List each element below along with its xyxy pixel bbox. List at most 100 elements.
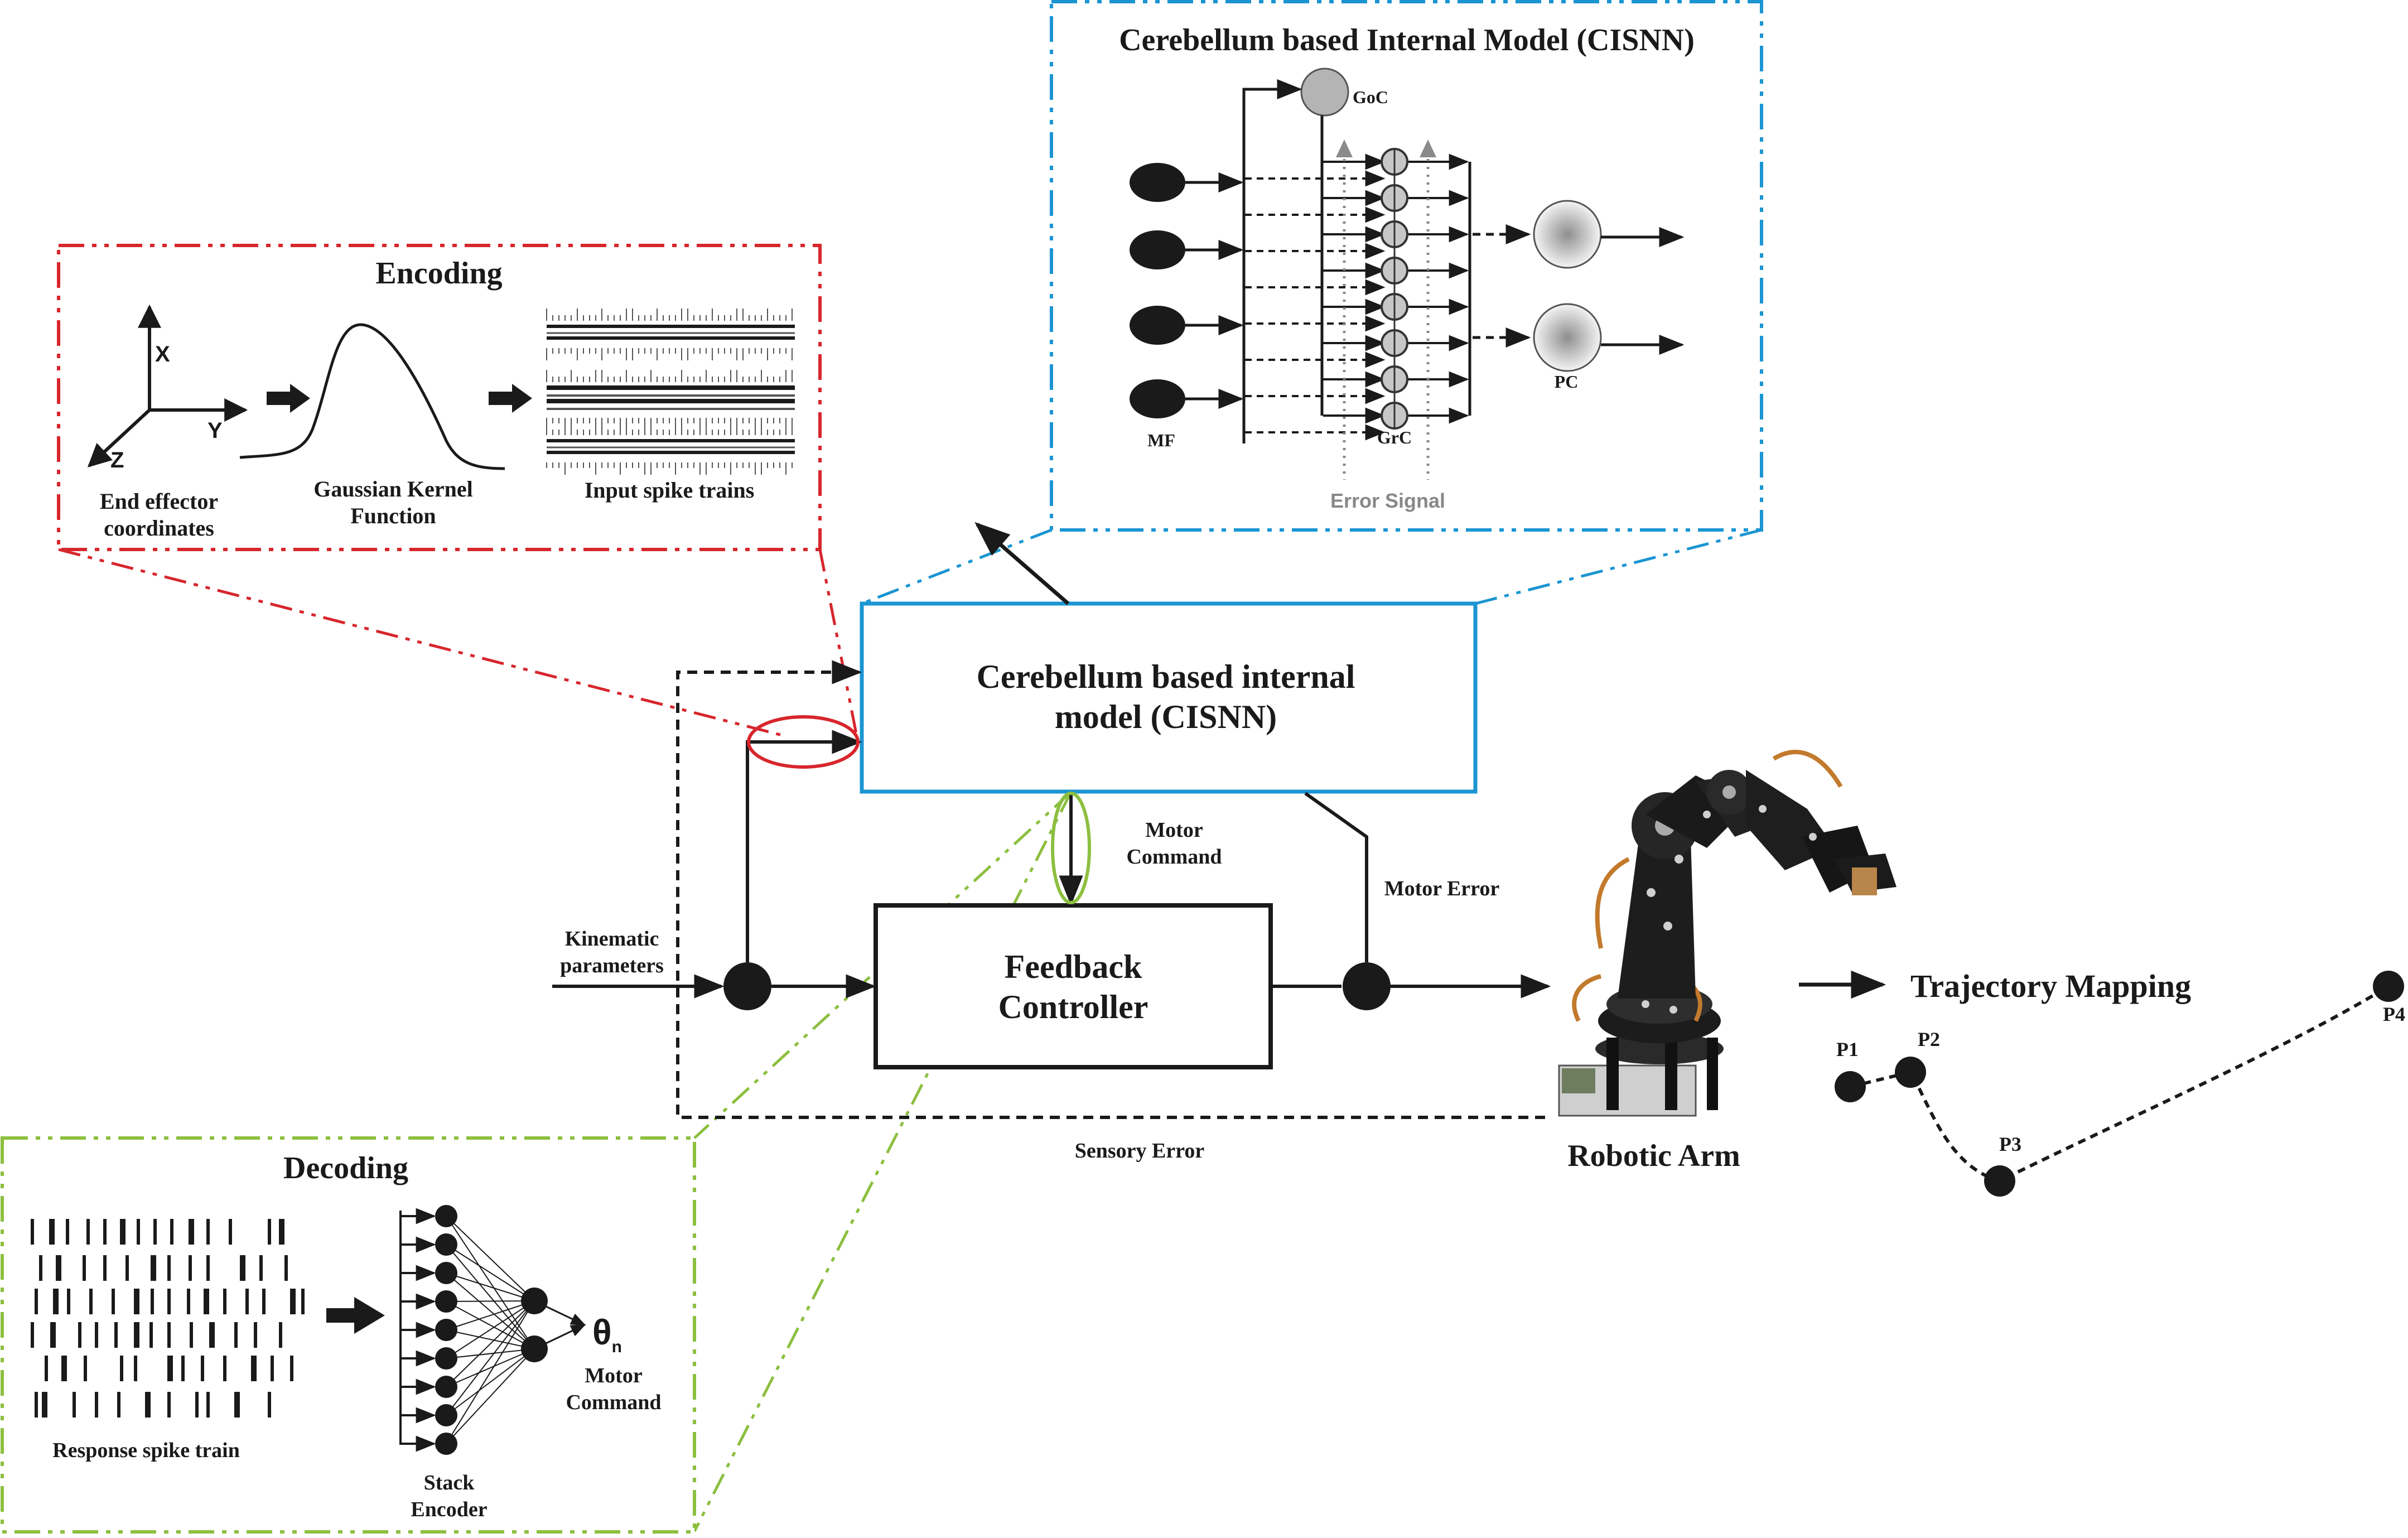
spike-bar (201, 1356, 204, 1381)
spike-bar (31, 1219, 34, 1245)
spike-bar (73, 1392, 76, 1418)
spike-bar (120, 1356, 123, 1381)
spike-bar (31, 1322, 34, 1348)
cisnn-to-detail-arrow (974, 522, 1070, 605)
spike-bar (39, 1255, 42, 1281)
mf-label: MF (1147, 430, 1175, 450)
grc-label: GrC (1377, 427, 1412, 447)
stack-encoder-network (399, 1205, 586, 1455)
pc-neuron-2 (1533, 303, 1602, 372)
cisnn-box (860, 601, 1478, 794)
spike-bar (153, 1219, 157, 1245)
end-effector-label-2: coordinates (104, 515, 214, 541)
spike-bar (290, 1289, 296, 1314)
spike-bar (229, 1219, 232, 1245)
spike-bar (268, 1392, 271, 1418)
spike-bar (89, 1289, 93, 1314)
cisnn-box-label-1: Cerebellum based internal (977, 658, 1355, 695)
decoding-motor-label-1: Motor (585, 1364, 643, 1387)
feedback-controller-box (874, 903, 1273, 1069)
pc-neuron-1 (1533, 200, 1602, 269)
sensory-error-label: Sensory Error (1075, 1139, 1205, 1163)
spike-bar (49, 1219, 55, 1245)
spike-bar (167, 1356, 173, 1381)
motor-error-label: Motor Error (1384, 877, 1500, 900)
encoder-weight (446, 1348, 535, 1416)
spike-bar (240, 1255, 245, 1281)
response-spike-raster (31, 1219, 305, 1418)
error-signal-label: Error Signal (1330, 489, 1445, 512)
end-effector-label-1: End effector (100, 489, 218, 514)
spike-bar (95, 1392, 98, 1418)
encoding-arrow-2 (489, 384, 532, 413)
spike-bar (189, 1255, 192, 1281)
spike-bar (262, 1289, 266, 1314)
input-spike-label: Input spike trains (585, 478, 755, 503)
encoder-weight (446, 1348, 535, 1359)
spike-bar (223, 1289, 226, 1314)
gaussian-label-1: Gaussian Kernel (313, 476, 473, 502)
spike-bar (279, 1322, 282, 1348)
encoder-weight (446, 1216, 535, 1301)
spike-bar (66, 1219, 69, 1245)
spike-bar (67, 1289, 70, 1314)
encoding-title: Encoding (375, 256, 502, 291)
spike-bar (114, 1322, 118, 1348)
spike-bar (117, 1392, 120, 1418)
spike-bar (189, 1219, 194, 1245)
theta-symbol: θn (592, 1312, 622, 1356)
spike-bar (204, 1289, 209, 1314)
grc-neurons (1245, 148, 1469, 441)
trajectory-label-p3: P3 (1999, 1133, 2021, 1155)
xyz-axes-icon (87, 304, 248, 467)
encoder-weight (446, 1300, 535, 1359)
spike-bar (56, 1255, 61, 1281)
encoder-input-node (435, 1376, 457, 1398)
summing-junction-2 (1343, 962, 1391, 1010)
robotic-arm-label: Robotic Arm (1567, 1139, 1740, 1173)
motor-command-label-2: Command (1126, 845, 1222, 869)
encoder-weight (446, 1272, 535, 1349)
spike-bar (279, 1219, 284, 1245)
spike-bar (103, 1219, 107, 1245)
spike-bar (35, 1392, 38, 1418)
spike-bar (181, 1356, 185, 1381)
spike-bar (251, 1356, 257, 1381)
spike-bar (50, 1322, 56, 1348)
encoder-weight (446, 1244, 535, 1301)
spike-bar (145, 1392, 151, 1418)
spike-bar (206, 1255, 210, 1281)
encoder-input-node (435, 1233, 457, 1256)
spike-bar (206, 1219, 210, 1245)
trajectory-mapping: Trajectory Mapping P1 P2 P3 P4 (1799, 968, 2405, 1197)
stack-encoder-label-2: Encoder (411, 1498, 487, 1521)
kinematic-label-1: Kinematic (565, 927, 659, 951)
error-signal-lines (1343, 159, 1430, 480)
error-signal-triangle-1 (1336, 139, 1353, 157)
cisnn-detail-title: Cerebellum based Internal Model (CISNN) (1119, 23, 1695, 57)
spike-bar (61, 1356, 67, 1381)
response-spike-label: Response spike train (52, 1439, 240, 1462)
encoder-weight (446, 1244, 535, 1349)
encoder-input-node (435, 1433, 457, 1455)
mf-neuron (1130, 379, 1185, 418)
encoder-input-node (435, 1319, 457, 1341)
encoding-zoom-lines (58, 548, 858, 738)
trajectory-point-p4 (2373, 971, 2404, 1002)
spike-bar (223, 1356, 226, 1381)
spike-bar (137, 1219, 140, 1245)
spike-bar (95, 1322, 98, 1348)
trajectory-point-p3 (1984, 1165, 2015, 1197)
decoding-zoom-lines (693, 791, 1073, 1532)
spike-bar (206, 1392, 210, 1418)
decoding-highlight-ellipse (1051, 792, 1091, 904)
stack-encoder-label-1: Stack (424, 1471, 475, 1494)
cisnn-detail-panel: Cerebellum based Internal Model (CISNN) … (1050, 0, 1763, 532)
gaussian-label-2: Function (350, 503, 436, 528)
encoder-hidden-node (521, 1288, 548, 1314)
trajectory-point-p1 (1835, 1071, 1866, 1102)
encoding-panel: Encoding X Y Z End effector coordinates … (57, 244, 822, 551)
mf-neuron (1130, 163, 1185, 202)
control-loop: Cerebellum based internal model (CISNN) … (552, 522, 1551, 1163)
spike-bar (149, 1322, 153, 1348)
